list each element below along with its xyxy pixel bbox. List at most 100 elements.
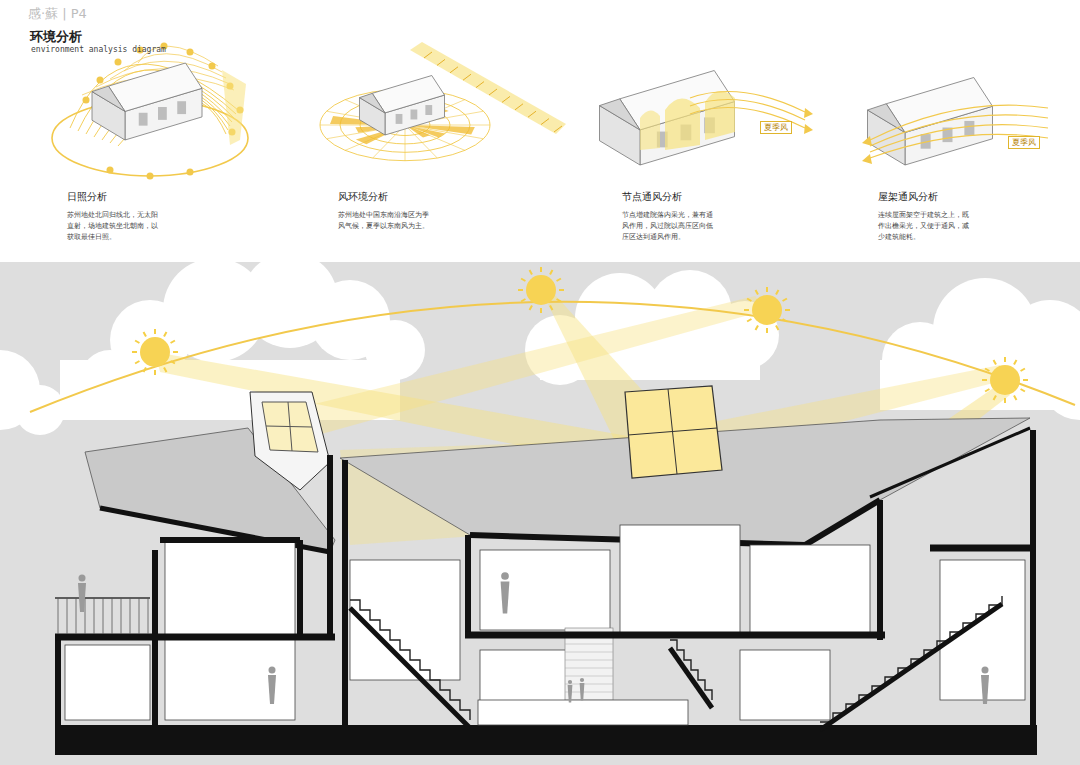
wall (465, 535, 471, 632)
wind-tick (502, 96, 510, 102)
person-body (268, 675, 276, 704)
panel-heading: 屋架通风分析 (878, 190, 938, 204)
ground-slab (55, 725, 1037, 755)
wind-band (410, 42, 566, 134)
person-silhouette (568, 680, 573, 703)
person-head (79, 575, 86, 582)
sun-ray (530, 306, 533, 310)
sun-ray (135, 361, 139, 364)
sun-ray (1021, 389, 1025, 392)
sun-dot (83, 97, 90, 104)
interior-volume (620, 525, 740, 635)
baluster (76, 598, 77, 634)
platform (478, 700, 688, 725)
building-window (425, 105, 432, 115)
brick-course (565, 692, 613, 693)
building-model (360, 76, 445, 136)
sun-ray (756, 326, 759, 330)
sun-disc (526, 275, 556, 305)
stair-stringer (820, 604, 1002, 730)
sun-ray (982, 379, 987, 381)
sun-ray (1014, 360, 1017, 364)
roof-edge (870, 428, 1030, 497)
sun-ray (776, 290, 779, 294)
sun-ray (132, 351, 137, 353)
wind-arrowhead (804, 108, 813, 118)
sun-disc (990, 365, 1020, 395)
brick-course (565, 684, 613, 685)
person-head (269, 667, 276, 674)
building-roof (886, 78, 992, 133)
sun-dot (107, 167, 114, 174)
building-roof (109, 63, 203, 111)
wind-line (870, 125, 1048, 152)
person-head (501, 572, 509, 580)
person-body (78, 583, 86, 612)
section-scene (0, 252, 1080, 765)
wind-arrowhead (862, 154, 872, 164)
sun-ray (766, 287, 768, 292)
person-silhouette (268, 667, 276, 705)
interior-volume (165, 540, 295, 720)
wind-line (870, 134, 1048, 158)
brick-course (565, 660, 613, 661)
light-column (665, 98, 700, 150)
sun-ray (783, 319, 787, 322)
baluster (148, 598, 149, 634)
building-window (158, 107, 167, 120)
page-header: 感·蘇 | P4 (28, 5, 87, 23)
building-gable (868, 104, 906, 133)
baluster (130, 598, 131, 634)
floor-slab (930, 545, 1030, 552)
sun-ray (521, 279, 525, 282)
cloud (0, 350, 65, 435)
stair (350, 600, 470, 720)
skylight-glass (262, 402, 318, 452)
sun-ray (756, 290, 759, 294)
balcony-railing (55, 598, 150, 634)
roof-ventilation-diagram (862, 78, 1048, 166)
person-silhouette (501, 572, 510, 613)
sun (518, 267, 564, 313)
wind-tick (424, 52, 432, 58)
panel-heading: 节点通风分析 (622, 190, 682, 204)
sun-ray (783, 299, 787, 302)
baluster (85, 598, 86, 634)
cloud-puff (15, 385, 65, 435)
sun-ray (521, 299, 525, 302)
sun-ray (785, 309, 790, 311)
person-head (982, 667, 989, 674)
sun-ray (1014, 396, 1017, 400)
wind-label: 夏季风 (1008, 136, 1040, 149)
building-window (177, 101, 186, 114)
sun-disc (140, 337, 170, 367)
wind-label: 夏季风 (760, 121, 792, 134)
baluster (112, 598, 113, 634)
sun-ray (173, 351, 178, 353)
interior-volume (65, 645, 150, 720)
sun-ray (1004, 398, 1006, 403)
wind-tick (541, 119, 549, 125)
wind-tick (463, 74, 471, 80)
building-window (139, 113, 148, 126)
sun-ray (557, 279, 561, 282)
sun-ray (550, 270, 553, 274)
sun-arc (30, 302, 1075, 412)
sun-dot (147, 173, 154, 180)
center-skylight (625, 386, 722, 478)
wind-tick (528, 111, 536, 117)
building-model (600, 71, 735, 166)
skylight-mullion (266, 426, 312, 427)
brick-course (565, 652, 613, 653)
baluster (94, 598, 95, 634)
rail (55, 597, 150, 599)
sun-ray (985, 369, 989, 372)
interior-volume (480, 550, 610, 630)
panel-description: 苏州地处中国东南沿海区为季风气候，夏季以东南风为主。 (338, 210, 430, 232)
sun-ray (550, 306, 553, 310)
person-body (981, 675, 989, 704)
building-roof (372, 76, 444, 113)
stair (820, 596, 1002, 722)
